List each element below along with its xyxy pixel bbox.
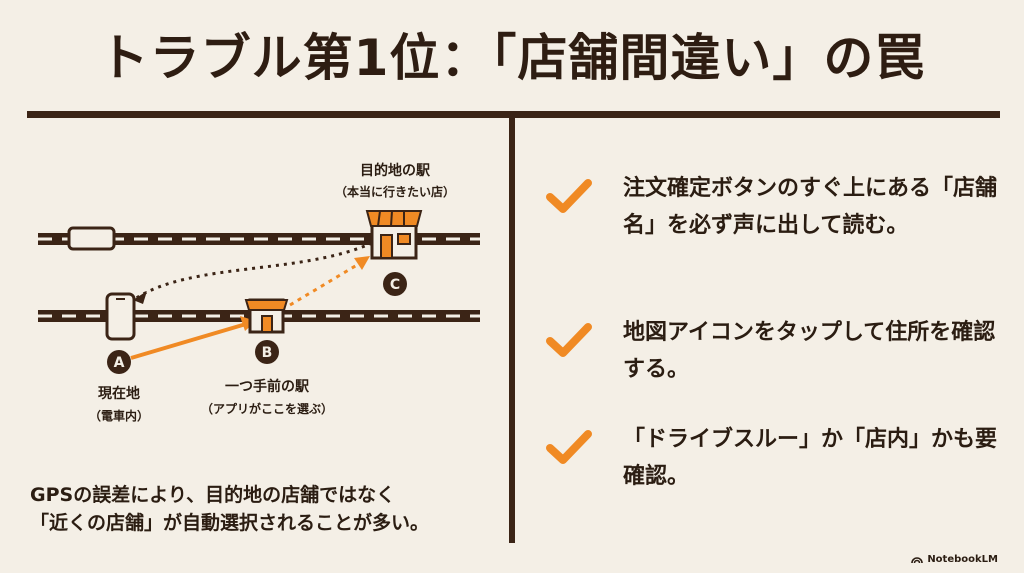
current-location-subtitle: （電車内） xyxy=(89,408,149,423)
caption: GPSの誤差により、目的地の店舗ではなく 「近くの店舗」が自動選択されることが多… xyxy=(30,481,500,537)
arrowhead-icon xyxy=(133,291,147,304)
checklist-item-3: 「ドライブスルー」か「店内」かも要確認。 xyxy=(545,421,997,501)
checklist-text-2: 地図アイコンをタップして住所を確認する。 xyxy=(623,320,996,382)
checklist-text-3: 「ドライブスルー」か「店内」かも要確認。 xyxy=(623,427,998,489)
arrowhead-icon xyxy=(354,256,370,270)
route-diagram: A B C 目的地の駅 （本当に行きたい店） 現在地 （電車内） 一つ手前の駅 … xyxy=(38,162,480,423)
checklist-text-1: 注文確定ボタンのすぐ上にある「店舗名」を必ず声に出して読む。 xyxy=(623,176,998,238)
train-icon xyxy=(67,226,116,251)
checklist-item-1: 注文確定ボタンのすぐ上にある「店舗名」を必ず声に出して読む。 xyxy=(545,170,997,280)
destination-subtitle: （本当に行きたい店） xyxy=(335,184,455,199)
page-title: トラブル第1位：「店舗間違い」の罠 xyxy=(98,29,926,87)
svg-text:C: C xyxy=(390,277,400,293)
caption-line-2: 「近くの店舗」が自動選択されることが多い。 xyxy=(30,512,430,534)
marker-b: B xyxy=(255,340,279,364)
checkmark-icon xyxy=(546,430,592,464)
checkmark-icon xyxy=(546,323,592,357)
svg-text:B: B xyxy=(262,345,273,361)
svg-text:A: A xyxy=(114,355,125,371)
shop-b-icon xyxy=(244,298,289,334)
intended-route-dotted-path xyxy=(134,241,373,301)
shop-c-icon xyxy=(365,210,423,260)
column-divider xyxy=(509,118,515,543)
checkmark-icon xyxy=(546,179,592,213)
prev-station-title: 一つ手前の駅 xyxy=(225,378,310,395)
auto-selected-route-arrow xyxy=(130,322,247,360)
expected-route-dotted-arrow xyxy=(289,260,363,307)
checklist-item-2: 地図アイコンをタップして住所を確認する。 xyxy=(545,314,995,394)
brand-watermark: NotebookLM xyxy=(911,554,998,565)
prev-station-subtitle: （アプリがここを選ぶ） xyxy=(201,401,333,416)
marker-c: C xyxy=(383,272,407,296)
smartphone-icon xyxy=(105,292,136,341)
brand-label: NotebookLM xyxy=(927,554,998,565)
title-divider xyxy=(27,111,1000,118)
notebooklm-logo-icon xyxy=(911,557,924,564)
destination-title: 目的地の駅 xyxy=(360,162,431,179)
marker-a: A xyxy=(107,350,131,374)
caption-line-1: GPSの誤差により、目的地の店舗ではなく xyxy=(30,484,396,506)
current-location-title: 現在地 xyxy=(98,385,140,402)
